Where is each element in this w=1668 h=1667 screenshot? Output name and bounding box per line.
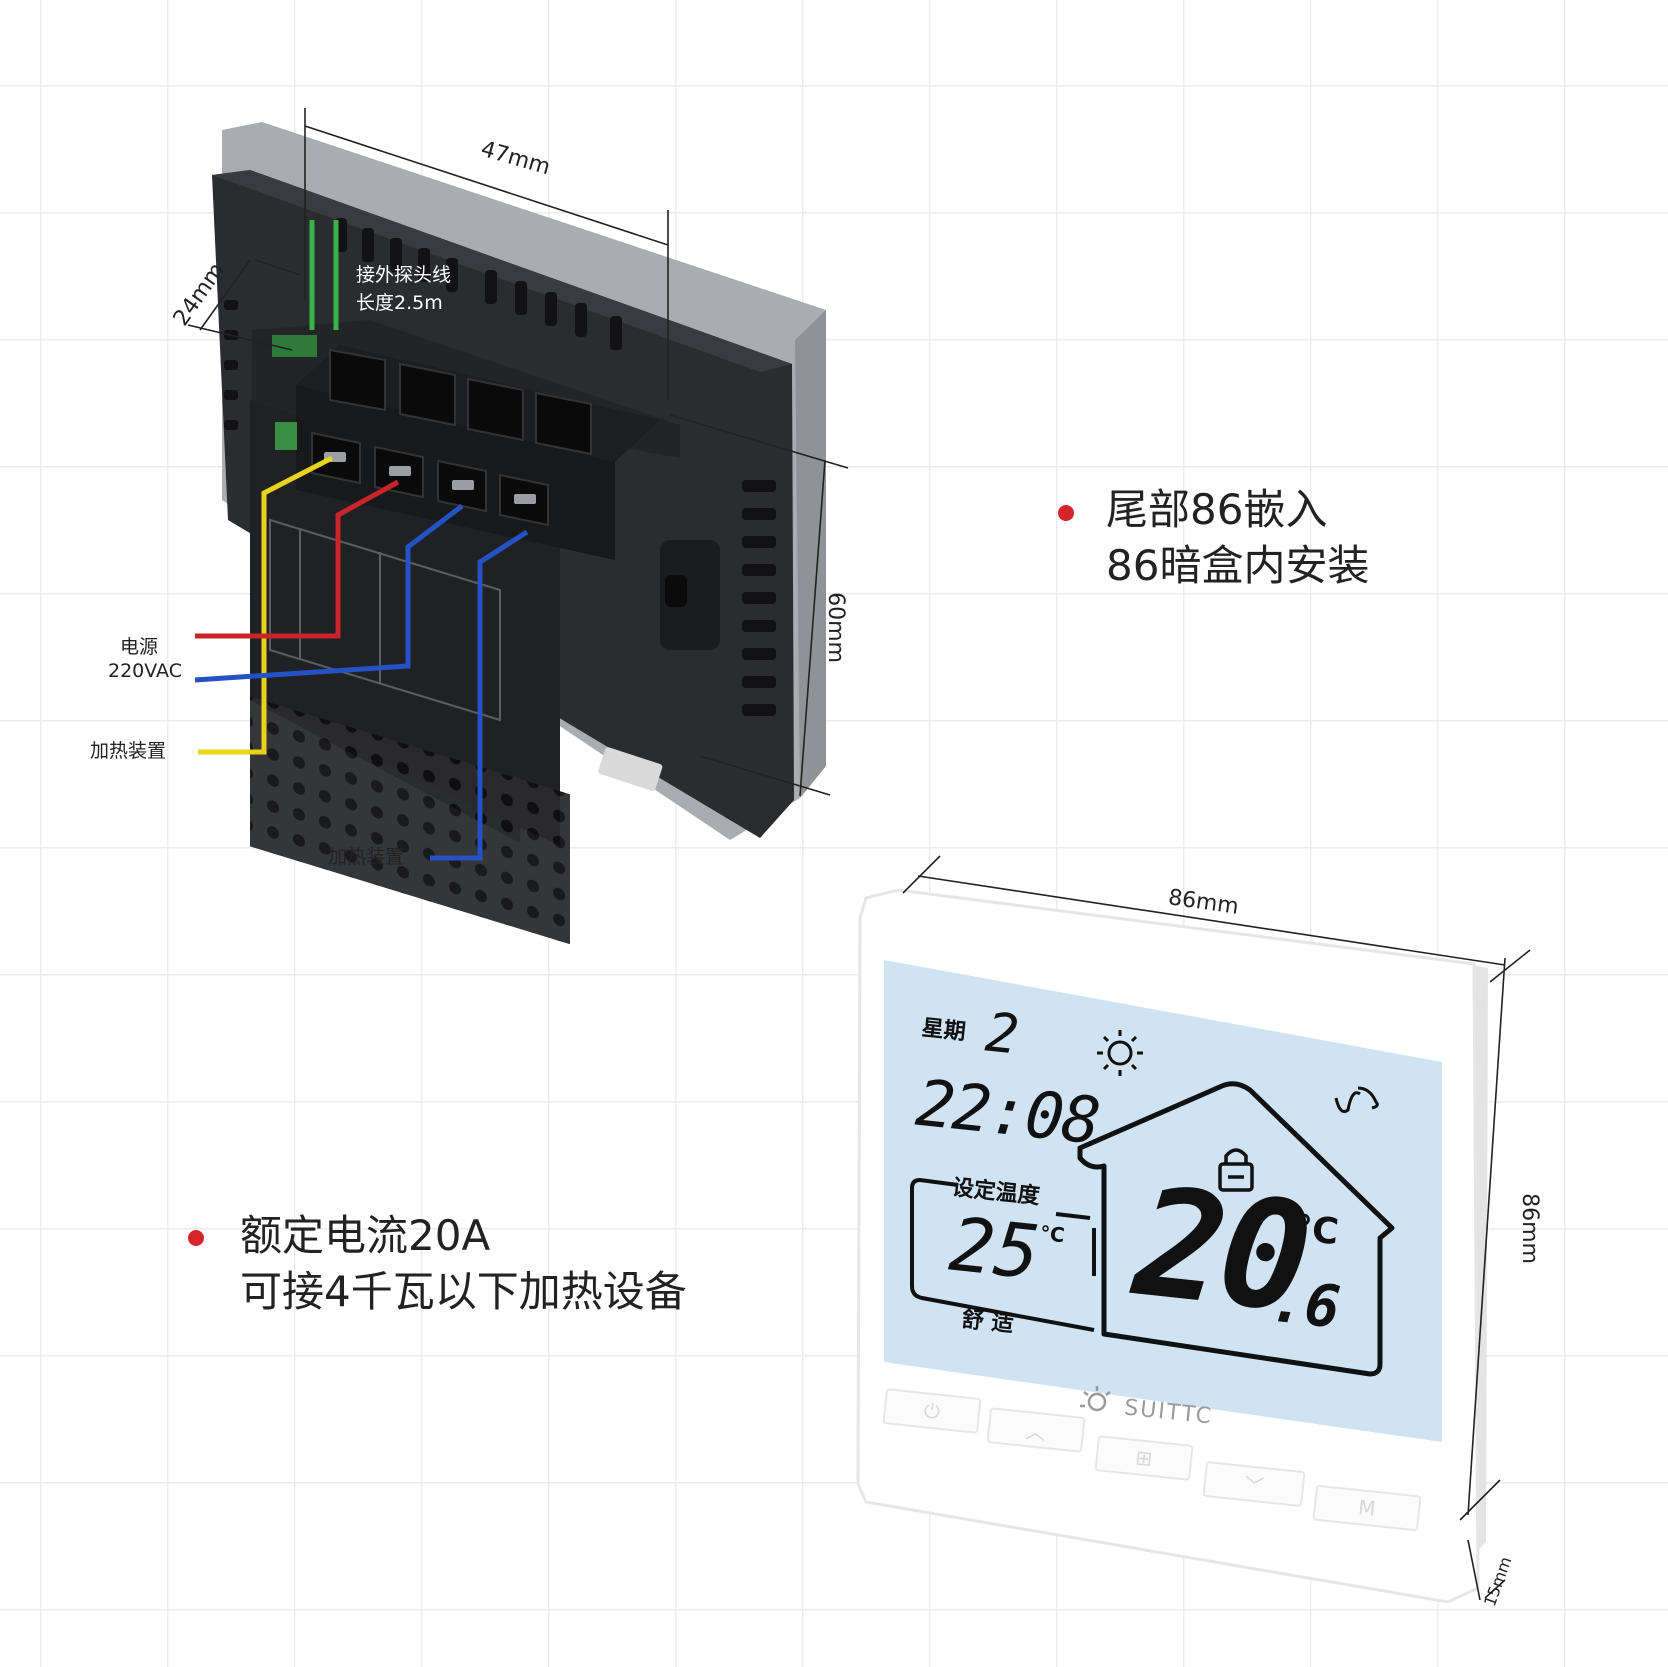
power-label-line2: 220VAC <box>108 660 182 682</box>
rear-view <box>187 108 849 945</box>
probe-label-line1: 接外探头线 <box>356 264 452 286</box>
rear-dimension-lines <box>187 108 849 797</box>
heater-label-bottom: 加热装置 <box>328 846 405 868</box>
rear-height-dimension: 60mm <box>822 592 848 663</box>
lock-icon <box>1218 1148 1254 1192</box>
feature-1-line2: 86暗盒内安装 <box>1106 541 1370 590</box>
heater-label-left: 加热装置 <box>90 740 167 762</box>
brand-logo-icon <box>1080 1386 1111 1412</box>
lcd-screen <box>884 960 1442 1442</box>
sun-icon <box>1097 1030 1143 1076</box>
power-label-line1: 电源 <box>120 636 159 658</box>
feature-1-line1: 尾部86嵌入 <box>1106 485 1328 534</box>
weekday-value: 2 <box>982 1000 1022 1067</box>
feature-1: 尾部86嵌入 86暗盒内安装 <box>1106 482 1369 594</box>
wire-blue-2 <box>430 529 529 861</box>
front-dimension-lines <box>902 855 1531 1601</box>
feature-2-line1: 额定电流20A <box>240 1211 491 1260</box>
wire-red <box>195 479 400 639</box>
probe-label-line2: 长度2.5m <box>356 292 443 314</box>
power-icon: ⏻ <box>922 1398 942 1424</box>
front-height-dimension: 86mm <box>1516 1193 1542 1264</box>
mode-label: 舒 适 <box>960 1307 1015 1338</box>
chevron-up-icon: ︿ <box>1024 1418 1048 1445</box>
wire-blue-1 <box>194 504 464 683</box>
feature-2: 额定电流20A 可接4千瓦以下加热设备 <box>240 1208 687 1320</box>
house-outline <box>1077 1081 1395 1377</box>
room-temp-unit: °C <box>1291 1207 1341 1254</box>
m-icon: M <box>1357 1495 1377 1521</box>
weekday-label: 星期 <box>920 1015 967 1046</box>
vent-slots <box>224 218 776 716</box>
room-temp-decimal: .6 <box>1266 1266 1344 1342</box>
grid-icon: ⊞ <box>1134 1445 1154 1471</box>
feature-bullet-2 <box>188 1230 204 1246</box>
wire-yellow <box>198 455 334 755</box>
feature-bullet-1 <box>1058 505 1074 521</box>
chevron-down-icon: ﹀ <box>1242 1472 1266 1499</box>
feature-2-line2: 可接4千瓦以下加热设备 <box>240 1267 687 1316</box>
set-temp-value: 25 <box>945 1201 1044 1297</box>
set-temp-unit: °C <box>1038 1220 1066 1248</box>
probe-icon <box>1334 1086 1379 1113</box>
